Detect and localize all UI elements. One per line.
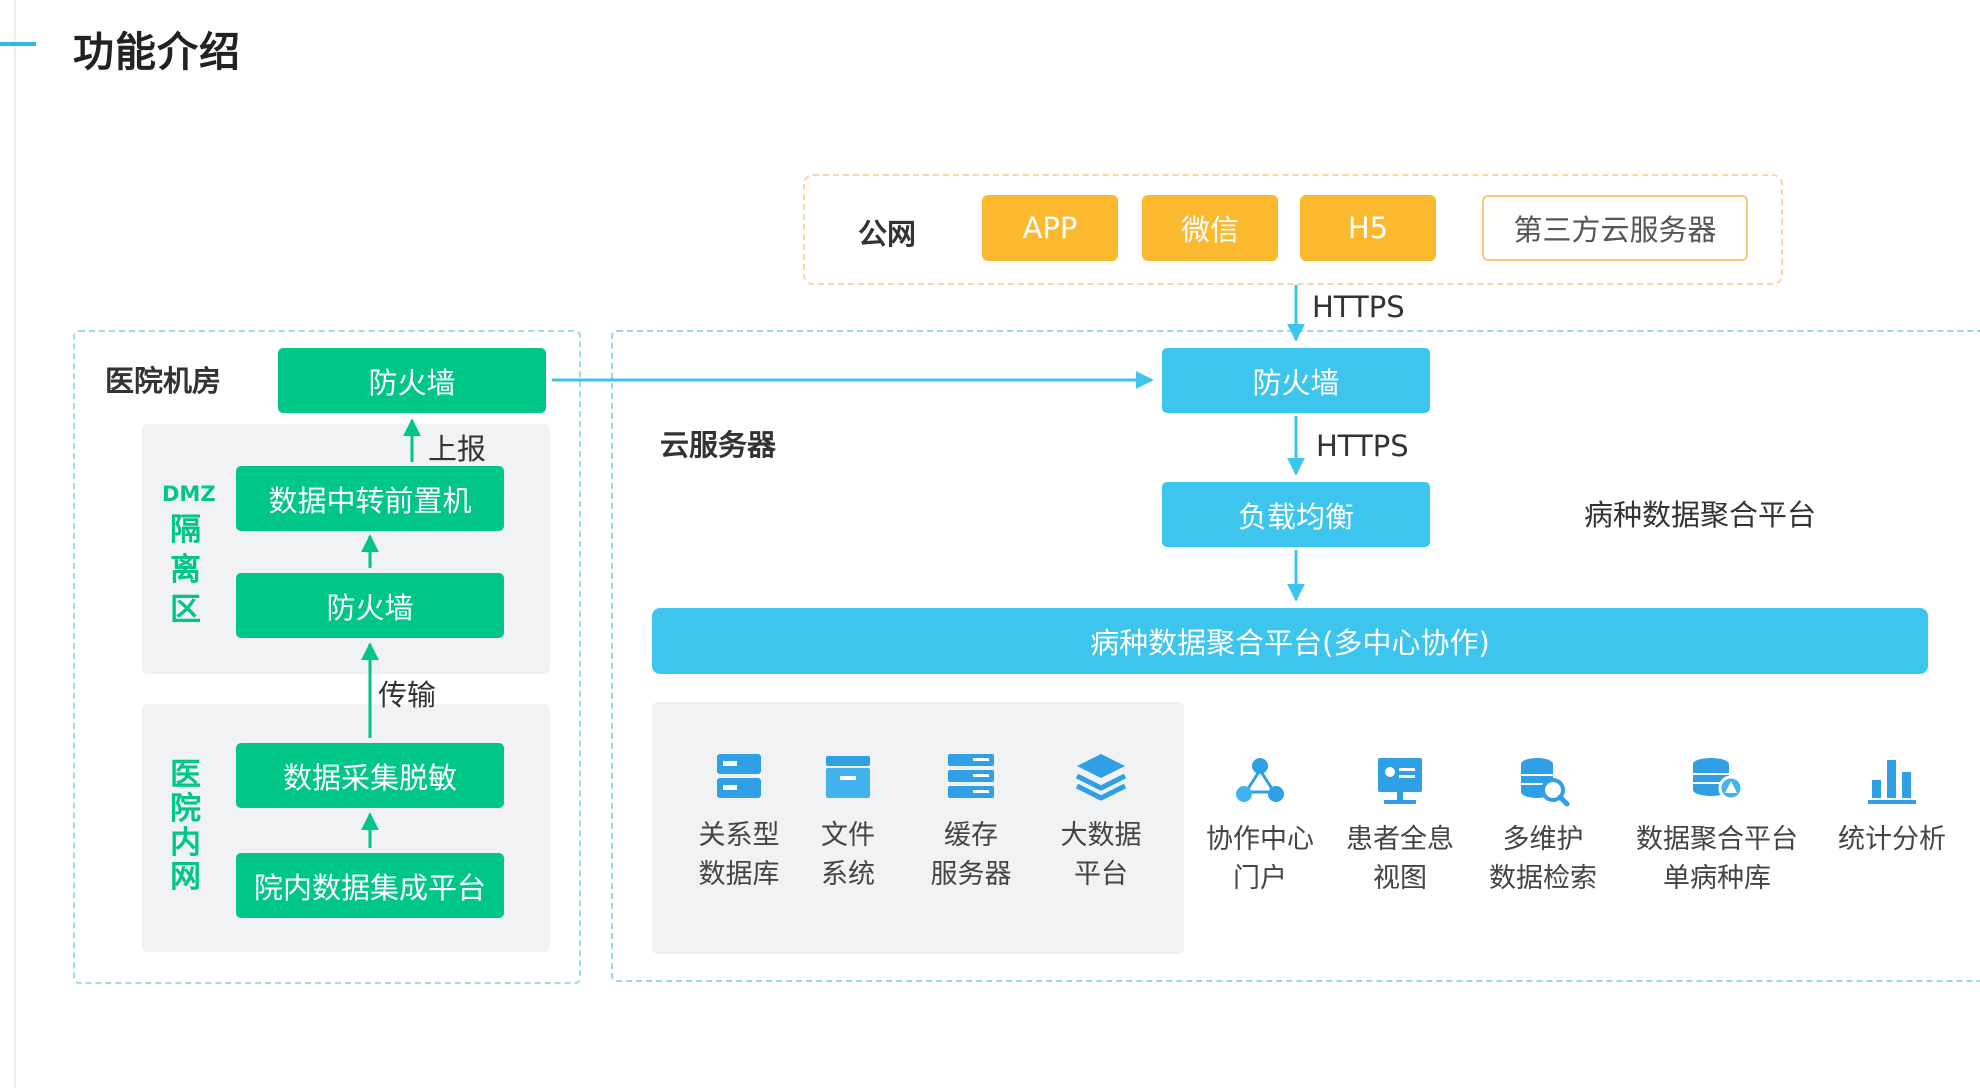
database-icon (717, 754, 761, 798)
dmz-vertical-label: 隔 离 区 (170, 510, 201, 630)
data-collect-button[interactable]: 数据采集脱敏 (236, 743, 504, 808)
feature-patient-view[interactable]: 患者全息视图 (1340, 752, 1460, 898)
server-icon (948, 754, 994, 798)
transfer-label: 传输 (378, 678, 437, 712)
data-search-icon (1521, 758, 1570, 807)
intranet-vertical-label: 医 院 内 网 (170, 758, 201, 894)
infra-item-label: 大数据平台 (1060, 820, 1142, 890)
feature-data-search[interactable]: 多维护数据检索 (1478, 752, 1608, 898)
wechat-button[interactable]: 微信 (1142, 195, 1278, 261)
feature-label: 数据聚合平台单病种库 (1636, 824, 1798, 894)
page-title: 功能介绍 (73, 28, 241, 76)
infra-item-label: 文件系统 (821, 820, 875, 890)
https-mid-label: HTTPS (1316, 429, 1409, 463)
report-label: 上报 (428, 432, 487, 466)
disease-db-icon (1693, 758, 1744, 801)
public-network-label: 公网 (858, 217, 917, 251)
feature-label: 多维护数据检索 (1489, 824, 1597, 894)
intranet-char: 院 (170, 791, 201, 827)
infrastructure-panel (652, 702, 1184, 954)
hospital-firewall-button[interactable]: 防火墙 (278, 348, 546, 413)
data-relay-button[interactable]: 数据中转前置机 (236, 466, 504, 531)
dmz-tag: DMZ (162, 482, 216, 506)
feature-label: 协作中心门户 (1206, 824, 1314, 894)
third-party-cloud-button[interactable]: 第三方云服务器 (1482, 195, 1748, 261)
platform-side-title: 病种数据聚合平台 (1584, 498, 1817, 532)
integration-platform-button[interactable]: 院内数据集成平台 (236, 853, 504, 918)
title-accent-mark (0, 42, 36, 46)
layers-icon (1075, 754, 1127, 801)
feature-label: 患者全息视图 (1346, 824, 1454, 894)
public-network-zone (803, 174, 1783, 285)
feature-statistics[interactable]: 统计分析 (1830, 752, 1954, 859)
collaboration-icon (1236, 758, 1284, 802)
infra-item-bigdata[interactable]: 大数据平台 (1048, 748, 1154, 894)
infra-item-label: 缓存服务器 (930, 820, 1012, 890)
dmz-firewall-button[interactable]: 防火墙 (236, 573, 504, 638)
cloud-firewall-button[interactable]: 防火墙 (1162, 348, 1430, 413)
intranet-char: 医 (170, 757, 201, 793)
load-balance-button[interactable]: 负载均衡 (1162, 482, 1430, 547)
cloud-zone-label: 云服务器 (660, 428, 777, 462)
intranet-char: 网 (170, 859, 201, 895)
infra-item-cache-server[interactable]: 缓存服务器 (914, 748, 1028, 894)
dmz-char: 区 (170, 592, 201, 628)
dmz-char: 隔 (170, 512, 201, 548)
hospital-zone-label: 医院机房 (105, 364, 222, 398)
infra-item-filesystem[interactable]: 文件系统 (803, 748, 893, 894)
feature-collaboration-portal[interactable]: 协作中心门户 (1200, 752, 1320, 898)
folder-icon (826, 756, 870, 798)
intranet-char: 内 (170, 825, 201, 861)
patient-view-icon (1378, 758, 1422, 804)
hospital-zone (73, 330, 581, 984)
statistics-icon (1868, 760, 1916, 804)
infra-item-database[interactable]: 关系型数据库 (686, 748, 792, 894)
platform-bar[interactable]: 病种数据聚合平台(多中心协作) (652, 608, 1928, 674)
feature-label: 统计分析 (1838, 824, 1946, 855)
infra-item-label: 关系型数据库 (698, 820, 780, 890)
https-top-label: HTTPS (1312, 290, 1405, 324)
app-button[interactable]: APP (982, 195, 1118, 261)
dmz-char: 离 (170, 552, 201, 588)
left-rule (14, 0, 16, 1088)
feature-disease-database[interactable]: 数据聚合平台单病种库 (1630, 752, 1804, 898)
h5-button[interactable]: H5 (1300, 195, 1436, 261)
